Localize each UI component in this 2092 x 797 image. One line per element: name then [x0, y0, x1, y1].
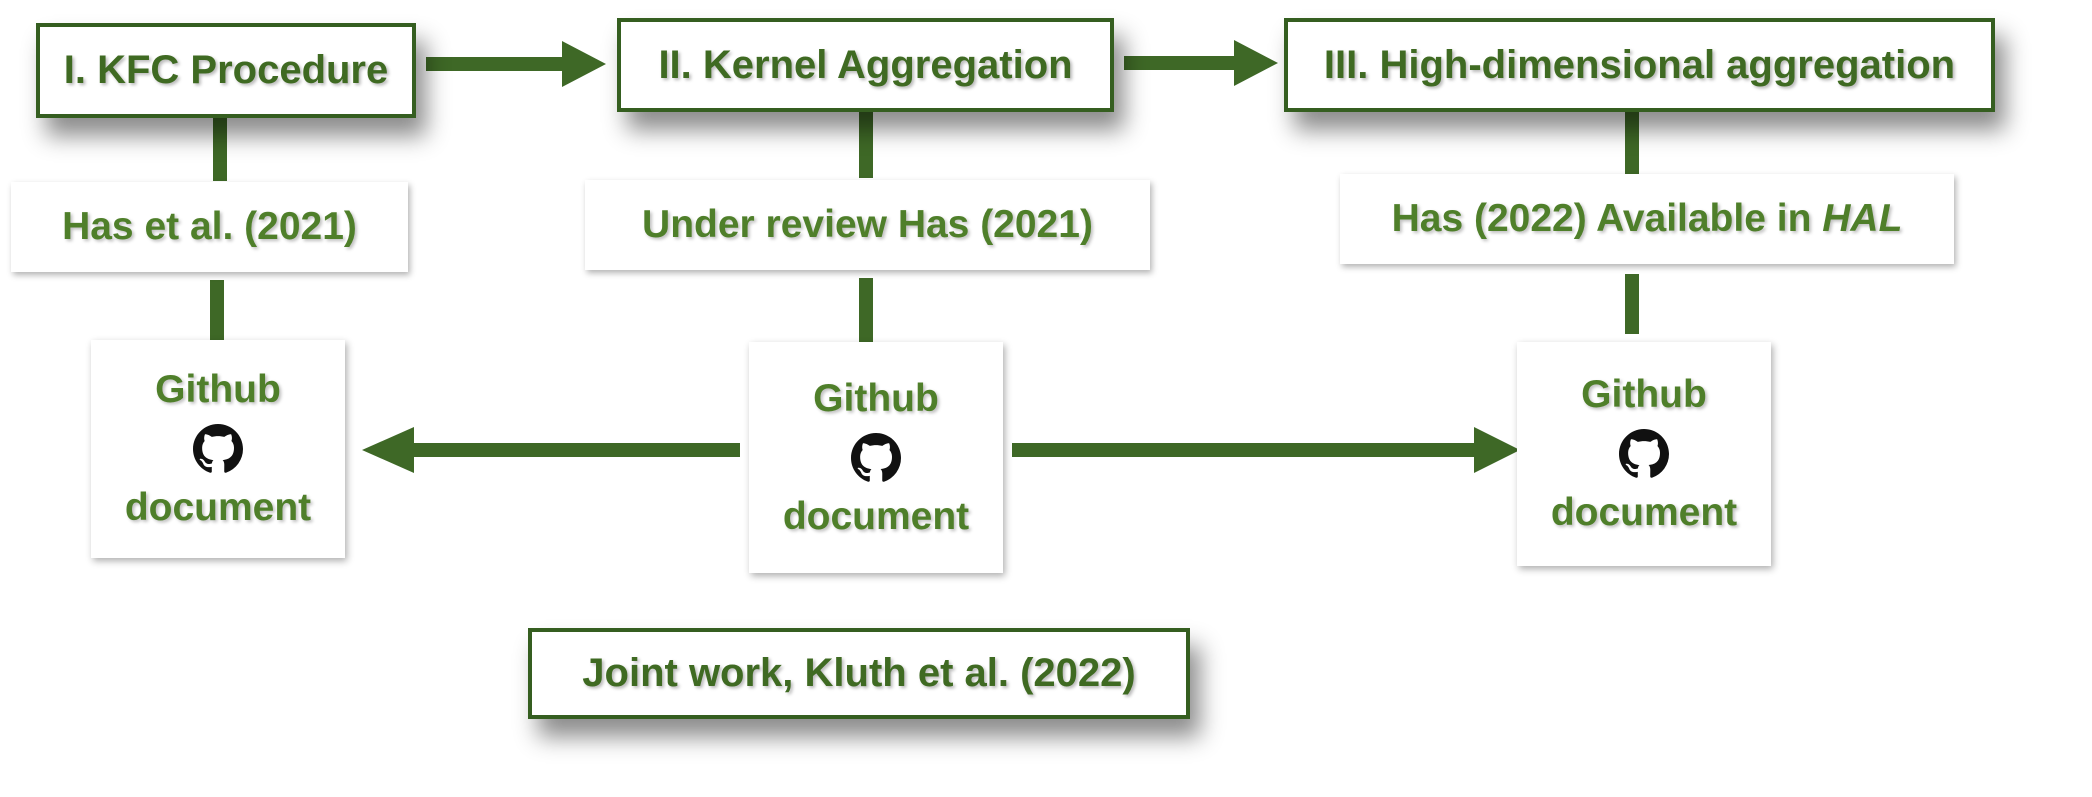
stage1-document-label[interactable]: document — [124, 486, 312, 529]
joint-work-box: Joint work, Kluth et al. (2022) — [528, 628, 1190, 719]
stage2-reference-box: Under review Has (2021) — [585, 180, 1150, 270]
stage3-github-box[interactable]: Github document — [1517, 342, 1771, 566]
stage3-document-label[interactable]: document — [1550, 491, 1738, 534]
stage3-title-box: III. High-dimensional aggregation — [1284, 18, 1995, 112]
joint-work-label: Joint work, Kluth et al. (2022) — [582, 651, 1136, 695]
arrow-center-to-right — [1012, 427, 1520, 473]
stage1-title: I. KFC Procedure — [63, 48, 389, 92]
stage3-reference-hal: HAL — [1822, 197, 1903, 240]
stage1-title-box: I. KFC Procedure — [36, 23, 416, 118]
connector-stage1-ref-github — [210, 280, 224, 342]
stage2-document-label[interactable]: document — [782, 494, 970, 538]
connector-stage2-title-ref — [859, 112, 873, 178]
github-icon[interactable] — [193, 424, 243, 474]
connector-stage2-ref-github — [859, 278, 873, 342]
stage1-github-box[interactable]: Github document — [91, 340, 345, 558]
arrow-stage2-to-stage3 — [1124, 40, 1278, 86]
stage3-title: III. High-dimensional aggregation — [1323, 42, 1956, 87]
stage2-github-box[interactable]: Github document — [749, 342, 1003, 573]
connector-stage1-title-ref — [213, 117, 227, 181]
stage3-github-label[interactable]: Github — [1581, 373, 1707, 416]
stage1-reference: Has et al. (2021) — [62, 205, 357, 248]
stage2-reference: Under review Has (2021) — [642, 203, 1093, 246]
arrow-stage1-to-stage2 — [426, 41, 606, 87]
connector-stage3-title-ref — [1625, 112, 1639, 174]
github-icon[interactable] — [1619, 429, 1669, 479]
connector-stage3-ref-github — [1625, 274, 1639, 334]
stage2-title: II. Kernel Aggregation — [658, 42, 1073, 87]
arrow-center-to-left — [362, 427, 740, 473]
github-icon[interactable] — [851, 432, 901, 483]
stage1-github-label[interactable]: Github — [155, 368, 281, 411]
stage1-reference-box: Has et al. (2021) — [11, 182, 408, 272]
stage2-title-box: II. Kernel Aggregation — [617, 18, 1114, 112]
stage2-github-label[interactable]: Github — [813, 376, 939, 420]
stage3-reference-box: Has (2022) Available in HAL — [1340, 174, 1954, 264]
stage3-reference-prefix: Has (2022) Available in — [1391, 197, 1823, 240]
